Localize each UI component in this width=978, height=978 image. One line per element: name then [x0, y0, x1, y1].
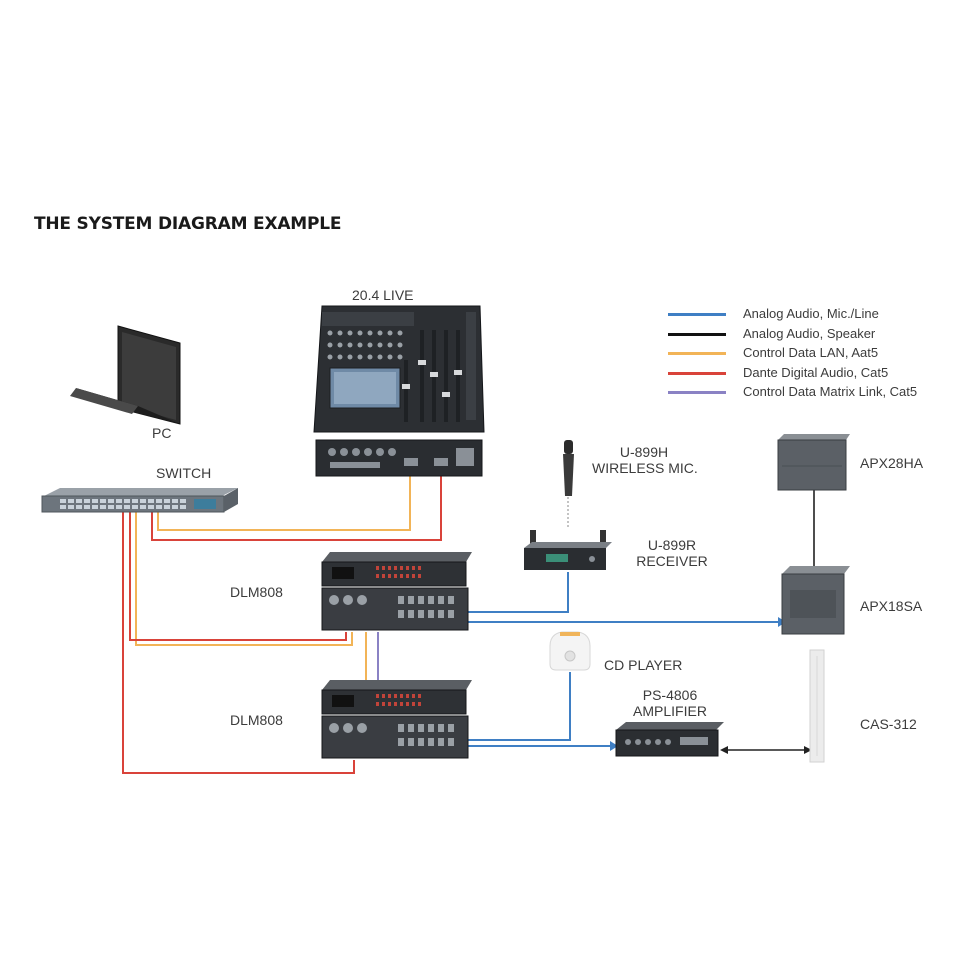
apx18sa-label: APX18SA	[860, 598, 923, 614]
legend-label: Control Data LAN, Aat5	[743, 345, 879, 360]
wireless-mic-illustration	[563, 440, 574, 496]
cable-dante-mixer	[151, 476, 442, 541]
legend-swatch	[668, 332, 726, 336]
cable-lan-mixer	[157, 476, 411, 531]
apx18sa-subwoofer-illustration	[781, 566, 850, 635]
diagram-title: THE SYSTEM DIAGRAM EXAMPLE	[34, 214, 342, 234]
dlm808-top-label: DLM808	[230, 584, 283, 600]
cable-dante-dlm-top	[129, 512, 347, 641]
switch-label: SWITCH	[156, 465, 212, 481]
cable-dante-dlm-bottom	[122, 512, 355, 774]
dlm808-bottom-illustration	[321, 680, 472, 759]
wireless-mic-model: U-899H	[619, 444, 669, 460]
apx28ha-speaker-illustration	[777, 434, 850, 491]
mixer-label: 20.4 LIVE	[352, 287, 414, 303]
legend-label: Analog Audio, Speaker	[743, 325, 876, 341]
arrow-cas312-right	[804, 746, 812, 754]
cas312-label: CAS-312	[860, 716, 917, 732]
legend-swatch	[668, 391, 726, 394]
pc-laptop-illustration	[70, 325, 181, 425]
amplifier-type: AMPLIFIER	[633, 703, 707, 719]
receiver-label: U-899R RECEIVER	[634, 537, 710, 569]
cas312-column-speaker-illustration	[809, 649, 825, 763]
legend-swatch	[668, 371, 726, 375]
dlm808-bottom-label: DLM808	[230, 712, 283, 728]
apx28ha-label: APX28HA	[860, 455, 924, 471]
legend-label: Dante Digital Audio, Cat5	[743, 364, 889, 380]
arrow-cas312-left	[720, 746, 728, 754]
mixer-console-illustration	[313, 305, 485, 477]
legend-label: Analog Audio, Mic./Line	[743, 306, 879, 321]
receiver-type: RECEIVER	[636, 553, 708, 569]
receiver-illustration	[524, 530, 612, 570]
legend-swatch	[668, 352, 726, 355]
pc-label: PC	[152, 425, 172, 441]
cable-lan-dlm-top	[135, 512, 353, 646]
receiver-model: U-899R	[647, 537, 697, 553]
amplifier-label: PS-4806 AMPLIFIER	[628, 687, 712, 719]
wireless-mic-label: U-899H WIRELESS MIC.	[592, 444, 698, 476]
legend-swatch	[668, 313, 726, 316]
cable-cd-dlm	[468, 672, 571, 741]
dlm808-top-illustration	[321, 552, 472, 631]
wireless-mic-type: WIRELESS MIC.	[592, 460, 698, 476]
cd-player-label: CD PLAYER	[604, 657, 683, 673]
legend-label: Control Data Matrix Link, Cat5	[743, 384, 918, 399]
network-switch-illustration	[41, 488, 238, 513]
amplifier-illustration	[615, 722, 724, 757]
cable-receiver-dlm	[468, 572, 569, 613]
amplifier-model: PS-4806	[642, 687, 698, 703]
arrow-amp	[610, 741, 618, 751]
cd-player-illustration	[549, 631, 591, 671]
